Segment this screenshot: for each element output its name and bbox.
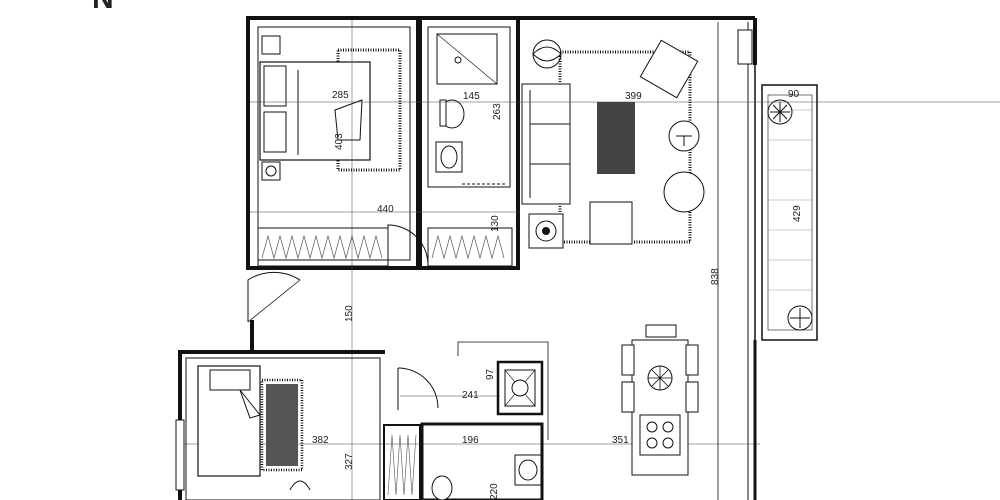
dim-balcony-width: 90	[788, 89, 800, 100]
bathroom-2: 196 220	[420, 422, 544, 500]
bedroom-2: 382 327	[175, 320, 439, 500]
bedroom-1: 285 403 440	[246, 16, 429, 270]
stove-icon	[639, 414, 681, 456]
dim-living-width: 399	[625, 91, 642, 102]
toilet-icon	[439, 99, 465, 129]
dim-hall-width: 241	[462, 390, 479, 401]
sink-icon	[435, 141, 463, 173]
dim-dining-width: 351	[612, 435, 629, 446]
sofa-icon	[521, 83, 571, 205]
balcony: 90 429	[761, 84, 818, 341]
compass-icon: N	[92, 0, 114, 15]
dim-corridor-gap: 130	[490, 215, 501, 232]
plant-icon	[528, 39, 564, 249]
dim-corridor-width: 440	[377, 204, 394, 215]
bed-icon	[197, 365, 261, 477]
dim-bedroom2-height: 327	[344, 453, 355, 470]
dim-total-height: 838	[710, 268, 721, 285]
lamp-icon	[647, 365, 673, 391]
shower-icon	[436, 33, 498, 85]
hall: 150	[247, 271, 355, 323]
closet	[383, 424, 421, 500]
dim-balcony-height: 429	[792, 205, 803, 222]
dim-bath-width: 145	[463, 91, 480, 102]
dim-bedroom2-width: 382	[312, 435, 329, 446]
laundry: 97 241	[457, 341, 549, 440]
living-room: 399 838	[518, 16, 757, 500]
svg-text:N: N	[92, 0, 114, 15]
toilet-icon	[431, 475, 453, 500]
dining-area: 351	[612, 324, 757, 500]
dim-kitchen-niche: 97	[485, 368, 496, 380]
bathroom-1: 145 263 130	[418, 16, 520, 270]
armchair-icon	[589, 39, 705, 245]
dim-bedroom-bed: 403	[334, 133, 345, 150]
sink-icon	[514, 454, 542, 486]
dim-small-bath-height: 220	[489, 483, 500, 500]
lamp-icon	[261, 35, 281, 181]
dim-hall-height: 150	[344, 305, 355, 322]
dim-small-bath-width: 196	[462, 435, 479, 446]
dim-bedroom-width: 285	[332, 90, 349, 101]
dim-bath-height: 263	[492, 103, 503, 120]
dining-table-icon	[621, 324, 699, 476]
bed-icon	[259, 61, 371, 161]
plant-icon	[767, 99, 813, 331]
